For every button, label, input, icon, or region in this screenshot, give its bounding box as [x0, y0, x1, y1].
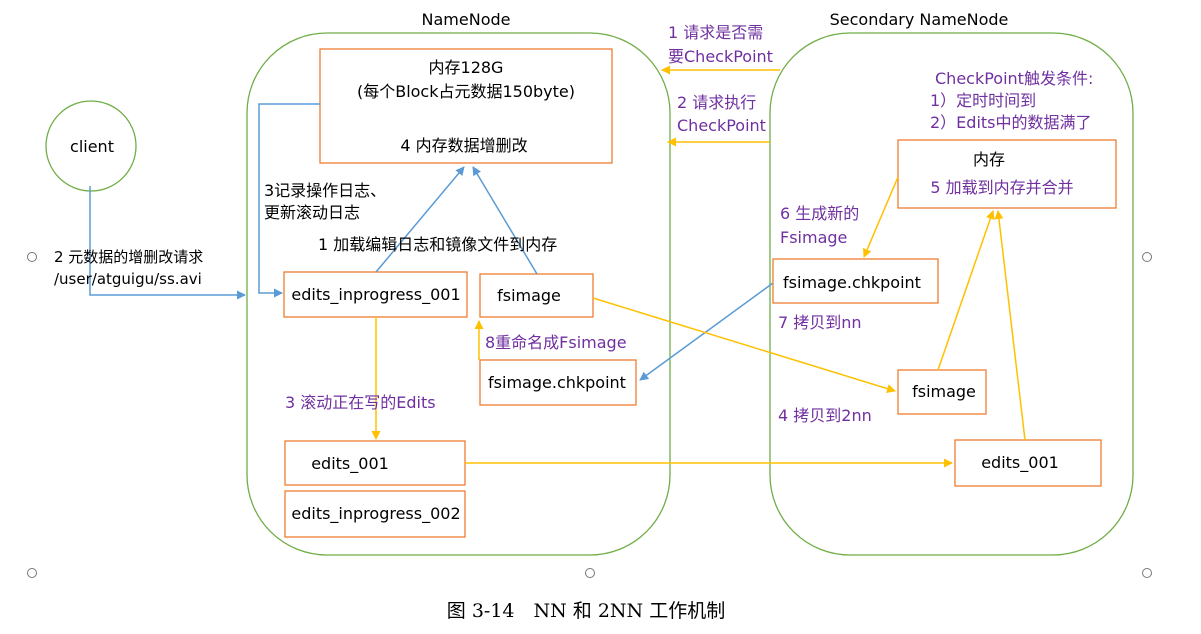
- nn-fsimage: fsimage: [497, 286, 561, 305]
- snn-edits-001-box: [954, 439, 1102, 487]
- nn-memory-box: [319, 48, 613, 164]
- nn-edits-001-box: [284, 440, 466, 486]
- label-roll-edits: 3 滚动正在写的Edits: [285, 393, 436, 412]
- secondary-namenode-title: Secondary NameNode: [830, 10, 1009, 29]
- namenode-title: NameNode: [422, 10, 511, 29]
- snn-fsimage-box: [897, 369, 987, 415]
- nn-fsimage-box: [479, 273, 594, 318]
- snn-memory-line2: 5 加载到内存并合并: [930, 178, 1073, 197]
- selection-handle: [27, 252, 37, 262]
- namenode-region: [246, 32, 671, 556]
- nn-memory-line3: 4 内存数据增删改: [400, 136, 527, 155]
- edits-to-memory-arrow: [994, 210, 1026, 441]
- fsimage-load-to-memory-arrow: [472, 166, 538, 275]
- label-copy-to-nn: 7 拷贝到nn: [778, 313, 862, 332]
- nn-memory-line1: 内存128G: [429, 58, 504, 77]
- label-exec-checkpoint-2: CheckPoint: [677, 116, 766, 135]
- fsimage-copy-to-2nn-arrow: [592, 297, 896, 393]
- trigger-2: 2）Edits中的数据满了: [930, 113, 1092, 132]
- snn-edits-001: edits_001: [981, 453, 1059, 473]
- client-label: client: [70, 137, 114, 156]
- memory-to-edits-log-arrow: [258, 103, 320, 298]
- nn-edits-inprogress-002-box: [284, 490, 466, 538]
- nn-fsimage-chkpoint-box: [479, 359, 637, 406]
- label-exec-checkpoint-1: 2 请求执行: [677, 93, 756, 112]
- nn-edits-inprogress-002: edits_inprogress_002: [291, 504, 460, 524]
- nn-edits-inprogress-001-box: [283, 271, 468, 318]
- selection-handle: [1142, 568, 1152, 578]
- trigger-title: CheckPoint触发条件:: [935, 69, 1093, 88]
- label-client-request-2: /user/atguigu/ss.avi: [54, 270, 202, 288]
- client-node: [45, 100, 137, 192]
- fsimage-to-memory-arrow: [937, 210, 995, 371]
- nn-memory-line2: (每个Block占元数据150byte): [357, 82, 575, 101]
- selection-handle: [27, 568, 37, 578]
- label-load-edits-image: 1 加载编辑日志和镜像文件到内存: [318, 235, 557, 254]
- label-log-1: 3记录操作日志、: [264, 181, 386, 200]
- label-rename-fsimage: 8重命名成Fsimage: [485, 333, 627, 352]
- snn-fsimage-chkpoint: fsimage.chkpoint: [783, 273, 921, 292]
- label-ask-checkpoint-2: 要CheckPoint: [668, 47, 773, 66]
- snn-fsimage: fsimage: [912, 382, 976, 401]
- edits-load-to-memory-arrow: [375, 166, 465, 273]
- snn-fsimage-chkpoint-box: [772, 258, 939, 304]
- label-gen-fsimage-1: 6 生成新的: [780, 204, 859, 223]
- snn-memory-line1: 内存: [973, 150, 1005, 169]
- memory-to-chkpoint-arrow: [862, 176, 899, 258]
- selection-handle: [1142, 252, 1152, 262]
- label-ask-checkpoint-1: 1 请求是否需: [668, 23, 763, 42]
- label-gen-fsimage-2: Fsimage: [780, 228, 847, 247]
- label-log-2: 更新滚动日志: [264, 203, 360, 222]
- client-to-nn-arrow: [89, 186, 246, 300]
- selection-handle: [585, 568, 595, 578]
- figure-caption: 图 3-14 NN 和 2NN 工作机制: [447, 600, 725, 622]
- label-copy-to-2nn: 4 拷贝到2nn: [778, 406, 872, 425]
- snn-memory-box: [897, 139, 1117, 209]
- nn-edits-inprogress-001: edits_inprogress_001: [291, 285, 460, 305]
- nn-fsimage-chkpoint: fsimage.chkpoint: [488, 373, 626, 392]
- label-client-request-1: 2 元数据的增删改请求: [54, 248, 203, 266]
- nn-edits-001: edits_001: [311, 454, 389, 474]
- copy-to-nn-arrow: [639, 282, 774, 381]
- trigger-1: 1）定时时间到: [930, 91, 1036, 110]
- secondary-namenode-region: [769, 32, 1134, 556]
